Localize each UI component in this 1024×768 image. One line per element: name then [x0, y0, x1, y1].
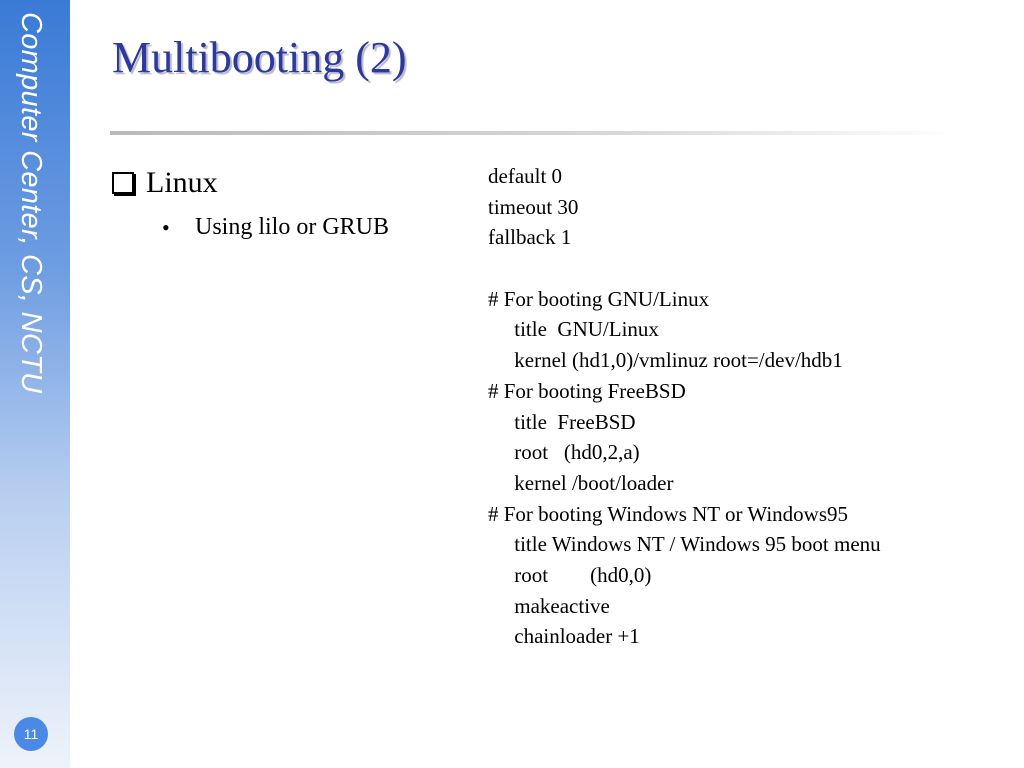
code-line: root (hd0,0) [488, 562, 652, 587]
code-line: kernel (hd1,0)/vmlinuz root=/dev/hdb1 [488, 348, 843, 373]
code-line: default 0 [488, 164, 563, 188]
checkbox-bullet-icon [112, 172, 134, 194]
code-line: # For booting Windows NT or Windows95 [488, 501, 848, 526]
bullet-lilo-grub: • Using lilo or GRUB [162, 214, 389, 241]
grub-config-listing: default 0 timeout 30 fallback 1 # For bo… [488, 161, 881, 652]
page-number-badge: 11 [14, 717, 48, 751]
code-line: root (hd0,2,a) [488, 440, 640, 465]
sidebar-label: Computer Center, CS, NCTU [15, 12, 47, 394]
code-line: timeout 30 [488, 194, 579, 219]
code-line: kernel /boot/loader [488, 470, 674, 495]
bullet-linux: Linux [112, 166, 218, 200]
code-line: fallback 1 [488, 225, 572, 250]
code-line: # For booting FreeBSD [488, 378, 686, 403]
code-line [488, 253, 881, 284]
code-line: chainloader +1 [488, 624, 640, 649]
page-title: Multibooting (2) [112, 33, 407, 82]
code-line: # For booting GNU/Linux [488, 286, 710, 311]
code-line: makeactive [488, 593, 610, 618]
sidebar: Computer Center, CS, NCTU [0, 0, 70, 768]
title-divider [110, 131, 960, 135]
code-line: title GNU/Linux [488, 317, 659, 342]
bullet-linux-text: Linux [146, 166, 218, 199]
dot-bullet-icon: • [162, 214, 170, 240]
code-line: title FreeBSD [488, 409, 636, 434]
bullet-lilo-grub-text: Using lilo or GRUB [195, 214, 390, 240]
code-line: title Windows NT / Windows 95 boot menu [488, 532, 881, 557]
